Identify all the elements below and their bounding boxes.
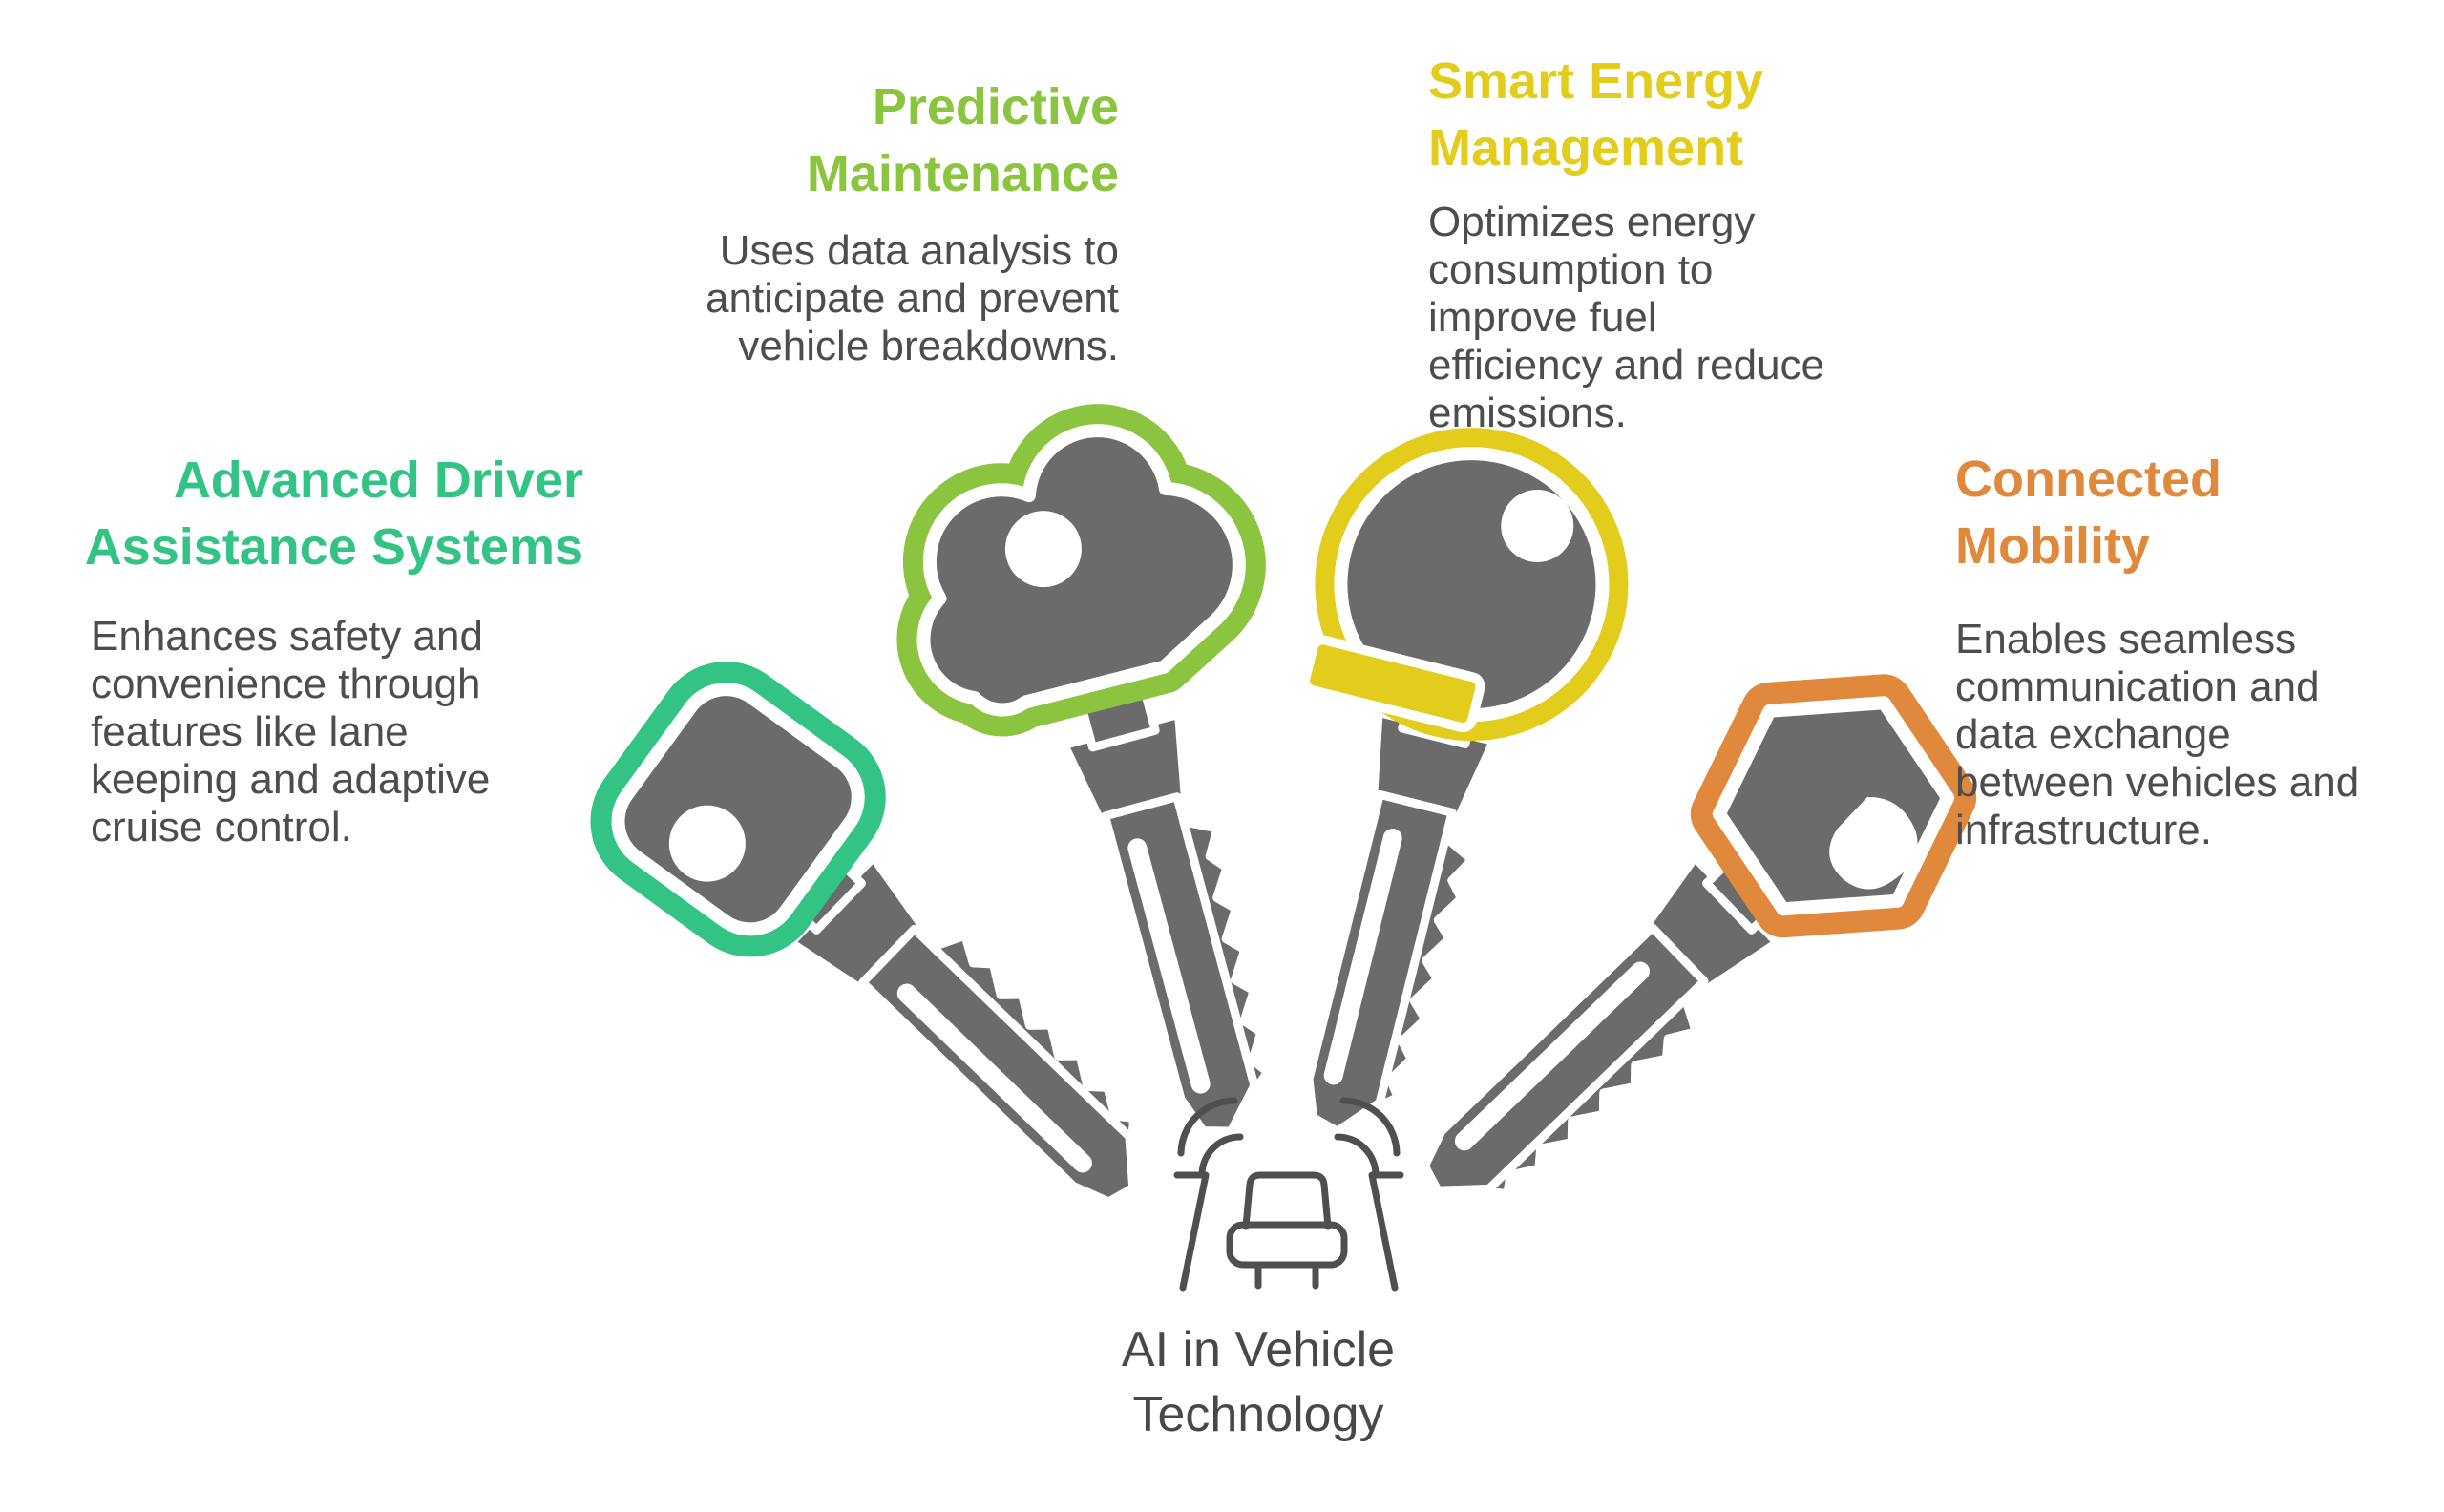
description-predictive-maintenance: Uses data analysis to anticipate and pre… bbox=[706, 227, 1119, 369]
heading-line: Predictive bbox=[872, 78, 1119, 136]
signal-wave-right-outer-icon bbox=[1339, 1097, 1401, 1157]
heading-advanced-driver-assistance: Advanced Driver Assistance Systems bbox=[0, 447, 583, 580]
key-shaft-slot bbox=[1454, 961, 1651, 1151]
road-edge-left bbox=[1173, 1171, 1210, 1292]
key-icon-advanced-driver-assistance bbox=[590, 662, 1139, 1207]
description-advanced-driver-assistance: Enhances safety and convenience through … bbox=[91, 613, 491, 850]
key-hole bbox=[1829, 796, 1918, 890]
heading-line: Advanced Driver bbox=[173, 452, 583, 509]
car-on-road-icon bbox=[1173, 1097, 1404, 1292]
signal-wave-right-inner-icon bbox=[1334, 1133, 1380, 1179]
key-teeth bbox=[928, 931, 1139, 1144]
heading-predictive-maintenance: Predictive Maintenance bbox=[584, 74, 1119, 207]
key-shaft bbox=[1420, 923, 1709, 1195]
heading-line: Connected bbox=[1955, 451, 2223, 508]
key-bow bbox=[611, 682, 865, 936]
description-smart-energy-management: Optimizes energy consumption to improve … bbox=[1428, 199, 1825, 436]
page-title-line: AI in Vehicle bbox=[1121, 1322, 1396, 1377]
heading-line: Mobility bbox=[1955, 517, 2150, 575]
key-shaft-slot bbox=[896, 983, 1092, 1173]
key-icon-predictive-maintenance bbox=[896, 404, 1273, 1136]
key-teeth bbox=[1482, 995, 1700, 1199]
car-cabin bbox=[1242, 1171, 1332, 1230]
key-shaft-slot bbox=[1323, 828, 1402, 1085]
key-hole bbox=[668, 805, 746, 882]
key-hole bbox=[1501, 489, 1574, 562]
key-icon-smart-energy-management bbox=[1300, 428, 1629, 1136]
heading-line: Smart Energy bbox=[1428, 52, 1764, 110]
heading-connected-mobility: Connected Mobility bbox=[1955, 446, 2433, 579]
description-connected-mobility: Enables seamless communication and data … bbox=[1955, 616, 2360, 853]
heading-line: Maintenance bbox=[806, 145, 1119, 202]
signal-wave-left-inner-icon bbox=[1198, 1133, 1244, 1179]
heading-smart-energy-management: Smart Energy Management bbox=[1428, 48, 1963, 181]
road-edge-right bbox=[1368, 1171, 1404, 1292]
key-teeth bbox=[1179, 817, 1273, 1094]
key-bow bbox=[916, 424, 1246, 717]
heading-line: Management bbox=[1428, 119, 1744, 177]
key-shaft bbox=[858, 924, 1138, 1207]
key-hole bbox=[1004, 511, 1082, 588]
page-title: AI in Vehicle Technology bbox=[1020, 1317, 1497, 1447]
signal-wave-left-outer-icon bbox=[1177, 1097, 1238, 1157]
page-title-line: Technology bbox=[1132, 1387, 1384, 1442]
key-icon-connected-mobility bbox=[1420, 674, 1977, 1199]
heading-line: Assistance Systems bbox=[84, 518, 583, 576]
car-body bbox=[1226, 1221, 1348, 1269]
key-bow-notch bbox=[1300, 635, 1485, 733]
key-shaft-slot bbox=[1127, 838, 1211, 1094]
key-teeth bbox=[1374, 832, 1477, 1111]
